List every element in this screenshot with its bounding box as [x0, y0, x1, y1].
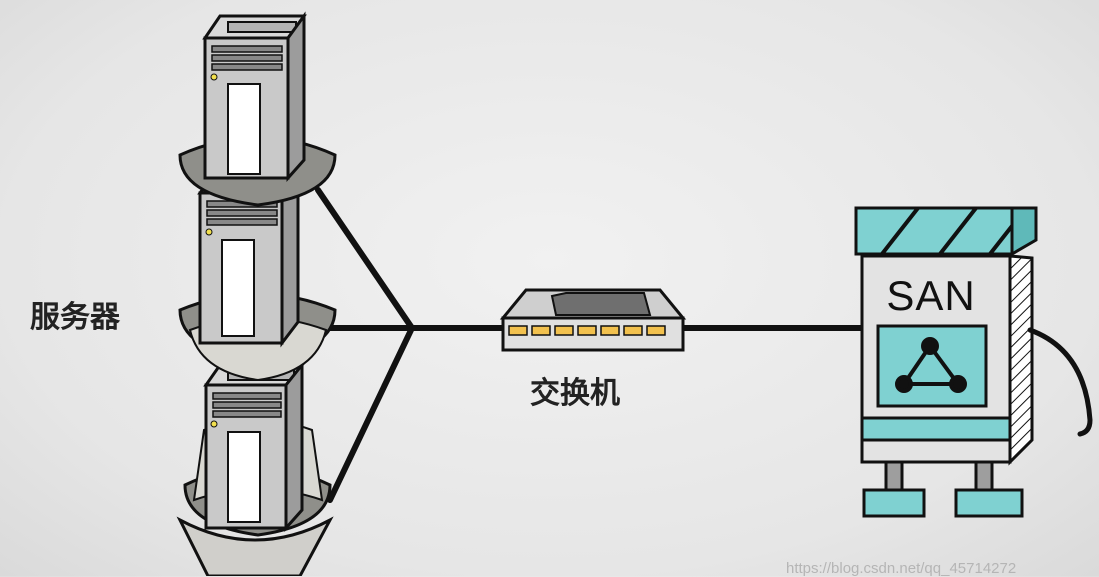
watermark-text: https://blog.csdn.net/qq_45714272: [786, 560, 1017, 577]
connection-lines: [315, 187, 869, 503]
network-triangle-icon: [895, 337, 967, 393]
network-switch: [499, 288, 687, 352]
server-base-cone: [176, 516, 334, 576]
san-legs: [862, 460, 1024, 518]
switch-port-lights: [508, 325, 666, 336]
san-device: [854, 206, 1093, 518]
switch-label: 交换机: [530, 376, 620, 411]
server-3: [183, 360, 332, 537]
san-label: SAN: [886, 272, 976, 319]
line-server1-hub: [315, 187, 415, 331]
server-stack: [176, 11, 337, 576]
server-1: [178, 11, 337, 207]
line-server3-hub: [327, 325, 415, 503]
servers-label: 服务器: [30, 300, 120, 335]
